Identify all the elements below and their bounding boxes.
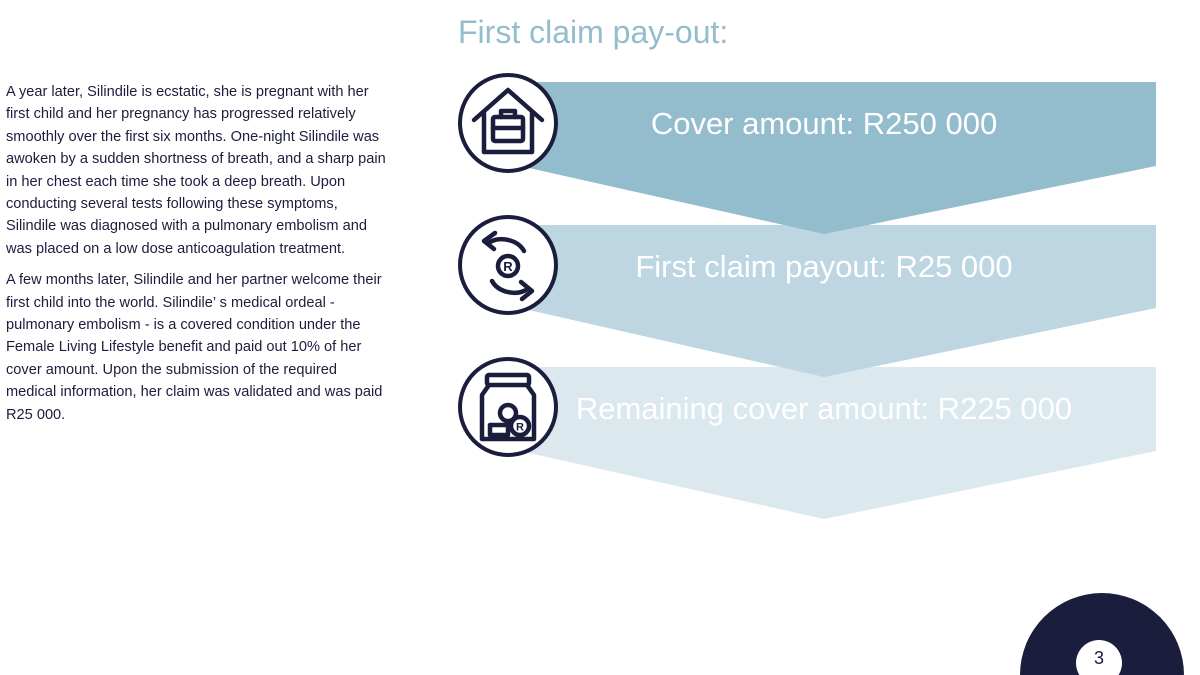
svg-text:R: R <box>516 422 524 434</box>
step-2-label: First claim payout: R25 000 <box>635 249 1013 284</box>
page-badge-dot <box>1076 640 1122 675</box>
page-badge-arc <box>1020 593 1184 675</box>
chevron-step-1 <box>520 82 1156 234</box>
step-3-label: Remaining cover amount: R225 000 <box>575 391 1073 426</box>
svg-text:R: R <box>503 259 513 274</box>
chevron-step-2 <box>520 225 1156 377</box>
diagram-title: First claim pay-out: <box>458 14 729 50</box>
chevron-step-3 <box>520 367 1156 519</box>
story-paragraph-2: A few months later, Silindile and her pa… <box>6 272 383 423</box>
step-1-label: Cover amount: R250 000 <box>650 106 998 141</box>
story-text: A year later, Silindile is ecstatic, she… <box>6 81 386 435</box>
page-number: 3 <box>1093 648 1104 668</box>
savings-jar-icon: R <box>458 357 558 457</box>
house-briefcase-icon <box>458 73 558 173</box>
story-paragraph-1: A year later, Silindile is ecstatic, she… <box>6 84 386 257</box>
currency-exchange-icon: R <box>458 215 558 315</box>
